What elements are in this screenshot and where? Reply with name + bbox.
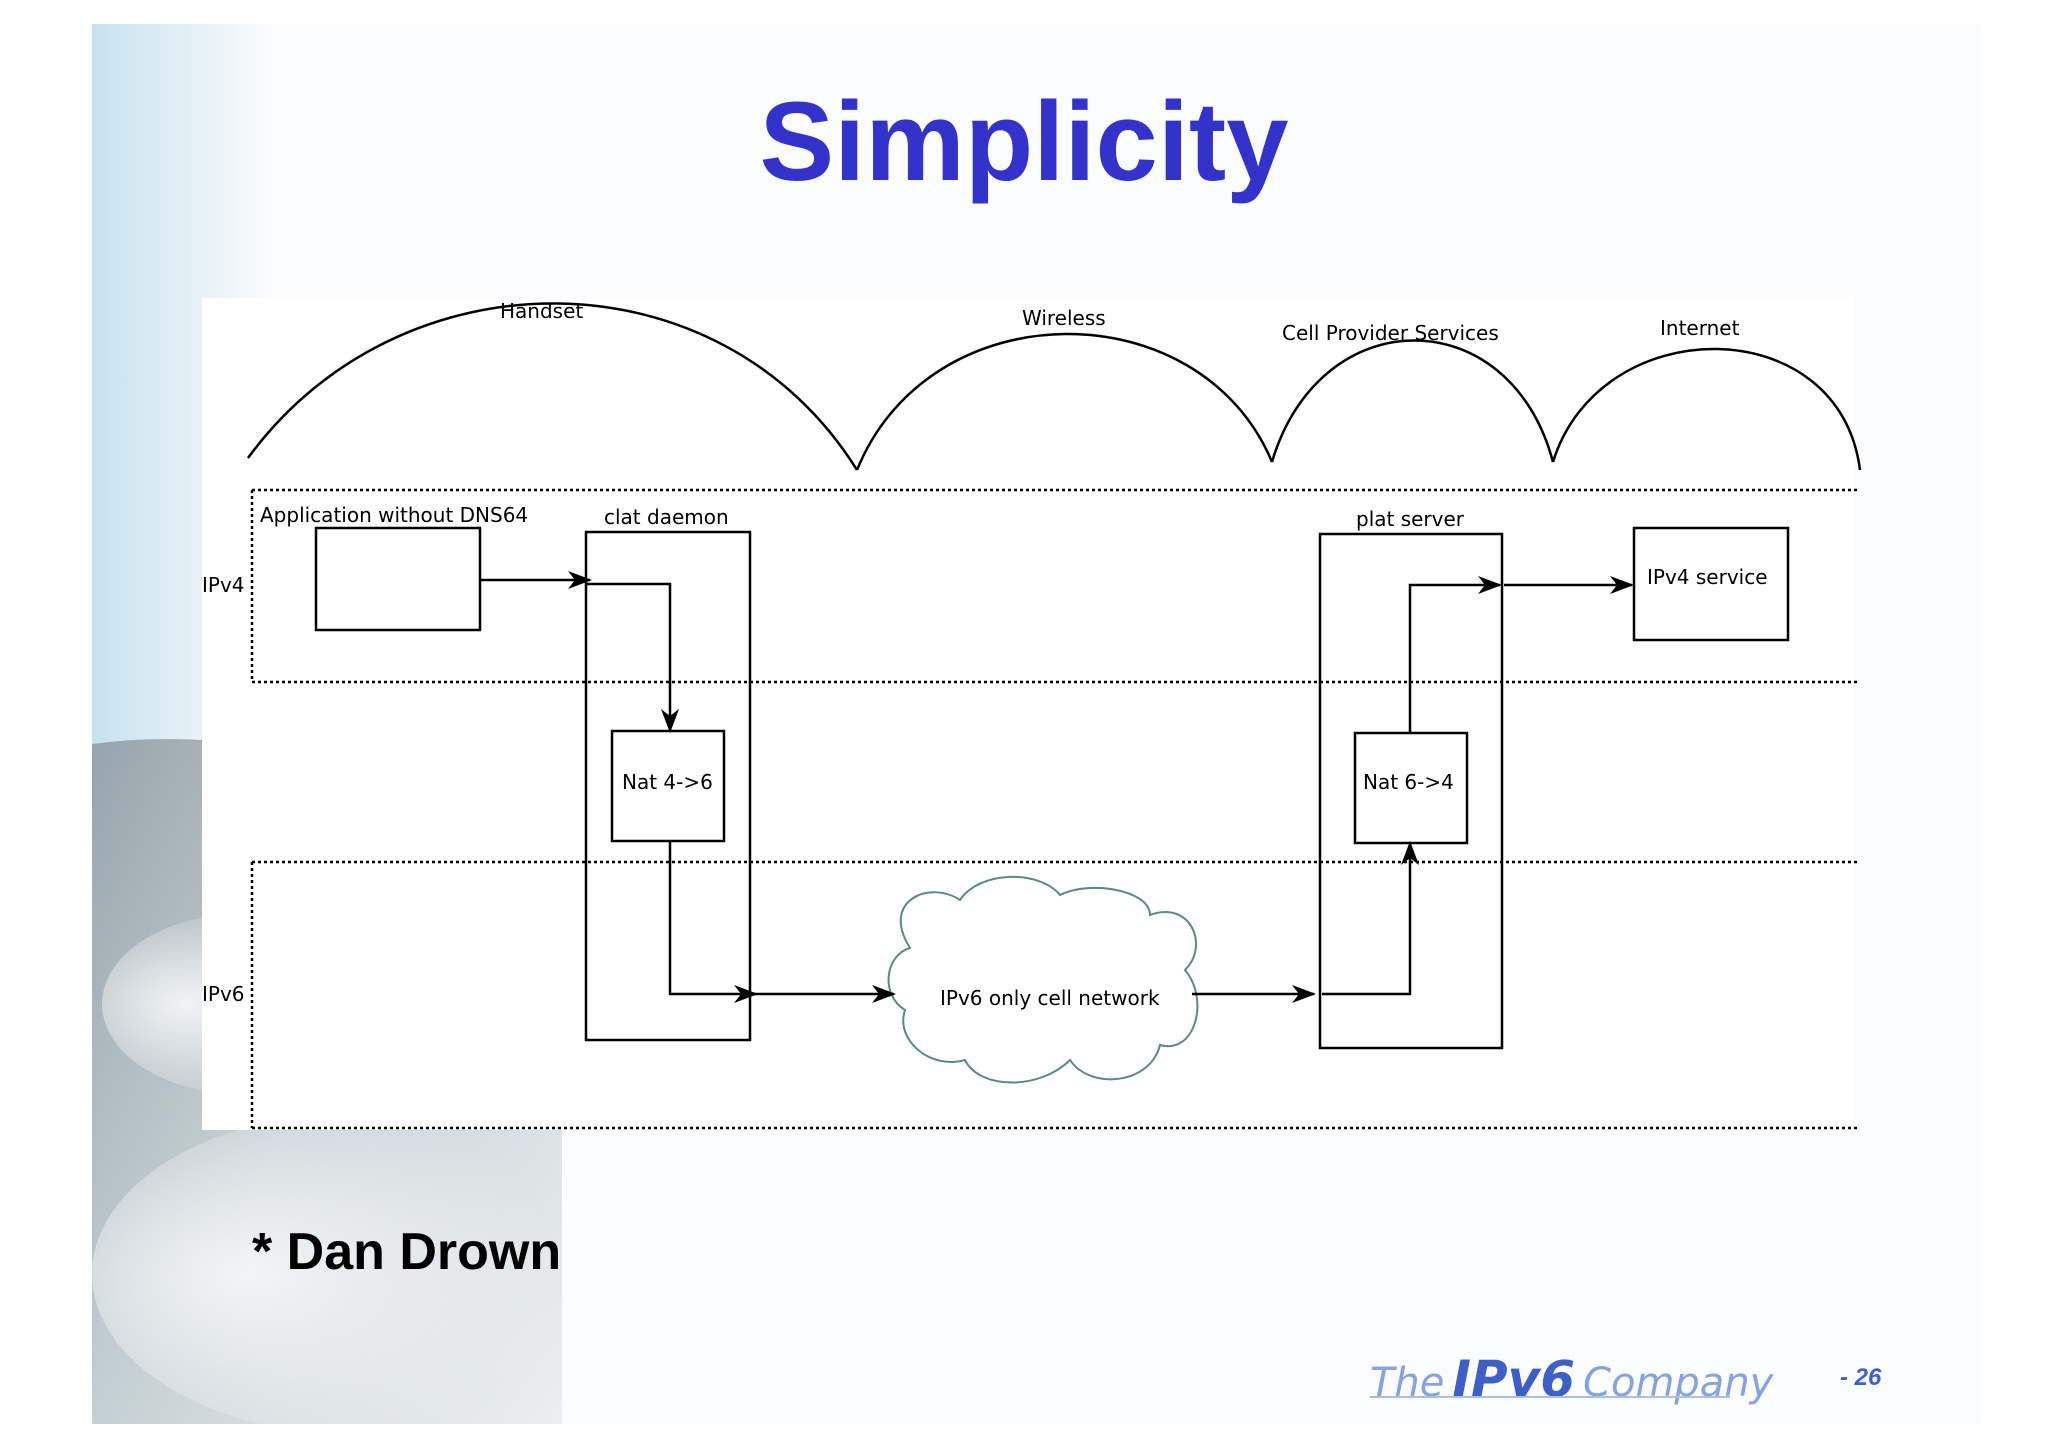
cloud-label: IPv6 only cell network [940, 986, 1160, 1010]
segment-label-wireless: Wireless [1022, 306, 1106, 330]
segment-label-handset: Handset [500, 299, 583, 323]
ipv6-cell-network-cloud [887, 875, 1199, 1084]
nat46-label: Nat 4->6 [622, 770, 713, 794]
arrow-nat64-to-plat-exit [1408, 576, 1502, 733]
layer-label-ipv6: IPv6 [202, 982, 245, 1006]
logo-word-company: Company [1583, 1360, 1774, 1406]
logo-word-ipv6: IPv6 [1452, 1350, 1576, 1408]
handset-arc [246, 302, 859, 471]
cell-provider-arc [1270, 339, 1555, 463]
ipv4-service-box [1632, 526, 1790, 642]
layer-label-ipv4: IPv4 [202, 573, 245, 597]
slide-title: Simplicity [759, 79, 1289, 204]
ipv4-service-label: IPv4 service [1647, 565, 1768, 589]
arrow-nat46-to-clat-exit [668, 841, 758, 1003]
logo-underline [1370, 1396, 1730, 1398]
arrow-clat-to-nat46 [586, 582, 679, 733]
clat-daemon-label: clat daemon [604, 505, 729, 529]
logo-word-the: The [1370, 1360, 1445, 1406]
plat-server-box [1318, 532, 1504, 1050]
plat-server-label: plat server [1356, 507, 1465, 531]
segment-label-internet: Internet [1660, 316, 1740, 340]
arrow-plat-to-nat64 [1322, 841, 1419, 996]
author-credit: * Dan Drown [252, 1223, 562, 1281]
clat-daemon-box [584, 530, 752, 1042]
nat46-box [610, 729, 726, 843]
application-label: Application without DNS64 [260, 503, 528, 527]
page-number: - 26 [1840, 1364, 1882, 1391]
segment-label-cell-provider: Cell Provider Services [1282, 321, 1499, 345]
internet-arc [1551, 347, 1862, 471]
application-box [314, 526, 482, 632]
nat64-label: Nat 6->4 [1363, 770, 1454, 794]
wireless-arc [855, 332, 1274, 471]
nat64-box [1353, 731, 1469, 845]
